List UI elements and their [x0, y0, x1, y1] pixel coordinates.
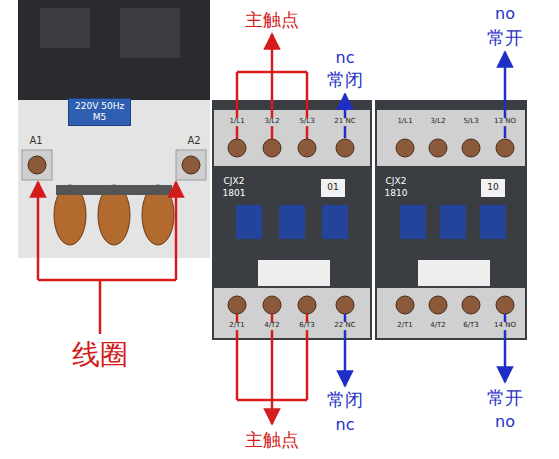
button: [236, 205, 262, 239]
housing-detail: [40, 8, 90, 48]
coil-photo: [18, 0, 210, 258]
contact-code: 10: [487, 183, 498, 193]
terminal-label: 13 NO: [493, 118, 517, 126]
terminal-screw: [228, 296, 246, 314]
coil-rating-plate: 220V 50HzM5: [68, 98, 131, 126]
terminal-screw: [396, 139, 414, 157]
leader-line: [99, 280, 102, 334]
terminal-label: A1: [29, 135, 42, 146]
terminal-screw: [429, 139, 447, 157]
button: [279, 205, 305, 239]
terminal-screw: [496, 139, 514, 157]
terminal-housing: [22, 150, 52, 180]
terminal-strip: [377, 110, 525, 166]
type-plate: [321, 179, 345, 197]
model-label: 1810: [385, 189, 408, 199]
bracket-line: [271, 72, 274, 139]
terminal-label: 1/L1: [228, 118, 245, 126]
rating-text: M5: [75, 112, 124, 123]
type-plate: [481, 179, 505, 197]
terminal-label: 5/L3: [462, 118, 479, 126]
terminal-screw: [28, 156, 46, 174]
terminal-screw: [336, 139, 354, 157]
terminal-screw: [336, 296, 354, 314]
bracket-line: [306, 72, 309, 139]
terminal-screw: [228, 139, 246, 157]
button: [322, 205, 348, 239]
annotation-label: 主触点: [245, 10, 299, 30]
button: [400, 205, 426, 239]
annotation-label: 常开: [487, 388, 523, 408]
terminal-label: 4/T2: [263, 322, 281, 330]
annotation-label: 主触点: [245, 430, 299, 450]
terminal-label: 6/T3: [298, 322, 316, 330]
annotation-label: 常闭: [327, 390, 363, 410]
terminal-screw: [298, 296, 316, 314]
terminal-screw: [298, 139, 316, 157]
indicator-block: [418, 260, 490, 286]
terminal-label: 4/T2: [429, 322, 447, 330]
annotation-label: no: [495, 5, 515, 23]
annotation-label: nc: [336, 416, 355, 434]
terminal-screw: [496, 296, 514, 314]
housing-top: [18, 0, 210, 100]
terminal-strip: [377, 288, 525, 338]
terminal-screw: [396, 296, 414, 314]
contact-code: 01: [327, 183, 338, 193]
terminal-label: 1/L1: [396, 118, 413, 126]
button: [440, 205, 466, 239]
rating-text: 220V 50Hz: [75, 101, 124, 112]
terminal-screw: [182, 156, 200, 174]
leader-arrow: [271, 34, 274, 72]
terminal-label: 14 NO: [493, 322, 517, 330]
bracket-line: [236, 72, 239, 139]
annotation-label: no: [495, 413, 515, 431]
terminal-label: 22 NC: [333, 322, 356, 330]
annotation-label: 常闭: [327, 70, 363, 90]
leader-line: [37, 182, 40, 280]
terminal-label: A2: [187, 135, 200, 146]
terminal-screw: [462, 296, 480, 314]
leader-line: [38, 279, 176, 282]
terminal-screw: [263, 296, 281, 314]
terminal-screw: [429, 296, 447, 314]
terminal-label: 21 NC: [333, 118, 356, 126]
leader-line: [175, 182, 178, 280]
leader-arrow: [271, 400, 274, 424]
terminal-label: 3/L2: [429, 118, 446, 126]
terminal-label: 5/L3: [298, 118, 315, 126]
terminal-label: 6/T3: [462, 322, 480, 330]
terminal-label: 3/L2: [263, 118, 280, 126]
terminal-screw: [462, 139, 480, 157]
terminal-label: 2/T1: [396, 322, 414, 330]
model-label: CJX2: [224, 177, 245, 187]
coil-frame: [56, 185, 172, 195]
terminal-label: 2/T1: [228, 322, 246, 330]
annotation-label: 线圈: [72, 340, 128, 371]
model-label: CJX2: [386, 177, 407, 187]
terminal-screw: [263, 139, 281, 157]
button: [480, 205, 506, 239]
terminal-housing: [176, 150, 206, 180]
annotation-label: 常开: [487, 28, 523, 48]
red-annotations: [38, 34, 307, 424]
housing-detail: [120, 8, 180, 58]
annotation-label: nc: [336, 49, 355, 67]
leader-arrow: [344, 94, 347, 138]
blue-annotations: [345, 52, 505, 386]
indicator-block: [258, 260, 330, 286]
model-label: 1801: [223, 189, 246, 199]
